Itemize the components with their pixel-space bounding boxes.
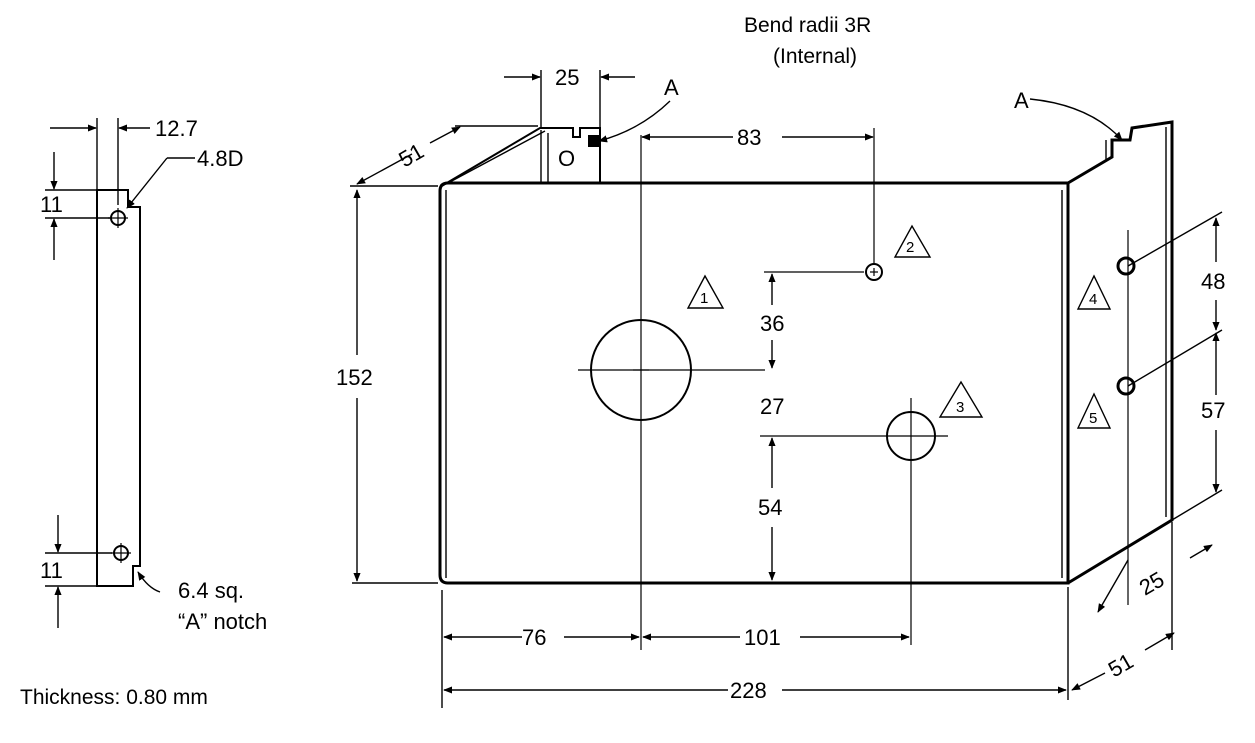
dim-11-bottom-label: 11 — [40, 558, 63, 583]
dim-12-7-label: 12.7 — [155, 116, 198, 141]
dim-27-label: 27 — [760, 394, 784, 419]
bend-radii-note: Bend radii 3R — [744, 14, 871, 37]
svg-text:1: 1 — [700, 290, 708, 307]
svg-text:4: 4 — [1089, 291, 1097, 308]
left-flange — [439, 127, 601, 188]
notch-name-label: “A” notch — [178, 609, 267, 634]
hole-dia-label: 4.8D — [197, 146, 243, 171]
dim-228-label: 228 — [730, 678, 767, 703]
hole-marker-3: 3 — [938, 380, 984, 418]
main-view: 1 2 3 4 5 Bend radii 3R (Internal) A O A — [336, 14, 1225, 708]
dim-51-top-label: 51 — [394, 138, 428, 172]
dim-48-label: 48 — [1201, 269, 1225, 294]
notch-size-label: 6.4 sq. — [178, 578, 244, 603]
right-side-face — [1067, 120, 1174, 585]
dim-51-side-label: 51 — [1104, 648, 1138, 682]
notch-a-left — [588, 135, 600, 147]
dim-25-top-label: 25 — [555, 65, 579, 90]
side-hole-4 — [1116, 256, 1136, 276]
dim-152-label: 152 — [336, 365, 373, 390]
dim-11-top-label: 11 — [40, 192, 63, 217]
hole-marker-2: 2 — [893, 224, 932, 258]
hole-marker-1: 1 — [686, 274, 725, 309]
side-hole-5 — [1116, 376, 1136, 396]
label-a-left: A — [664, 75, 679, 100]
front-face — [438, 181, 1070, 585]
dim-25-side-label: 25 — [1135, 566, 1169, 600]
dim-57-label: 57 — [1201, 398, 1225, 423]
label-a-right: A — [1014, 88, 1029, 113]
hole-marker-5: 5 — [1076, 392, 1112, 429]
svg-text:2: 2 — [906, 239, 914, 256]
svg-text:5: 5 — [1089, 410, 1097, 427]
hole-marker-4: 4 — [1076, 274, 1112, 310]
dim-54-label: 54 — [758, 495, 782, 520]
dim-76-label: 76 — [522, 625, 546, 650]
dim-36-label: 36 — [760, 311, 784, 336]
side-view: 12.7 4.8D 11 11 6.4 sq. “A” notch — [40, 116, 267, 634]
label-o: O — [558, 146, 575, 171]
thickness-note: Thickness: 0.80 mm — [20, 686, 208, 709]
dim-101-label: 101 — [744, 625, 781, 650]
dim-83-label: 83 — [737, 125, 761, 150]
side-view-outline — [96, 189, 141, 587]
bend-internal-note: (Internal) — [773, 45, 857, 68]
svg-text:3: 3 — [956, 399, 964, 416]
